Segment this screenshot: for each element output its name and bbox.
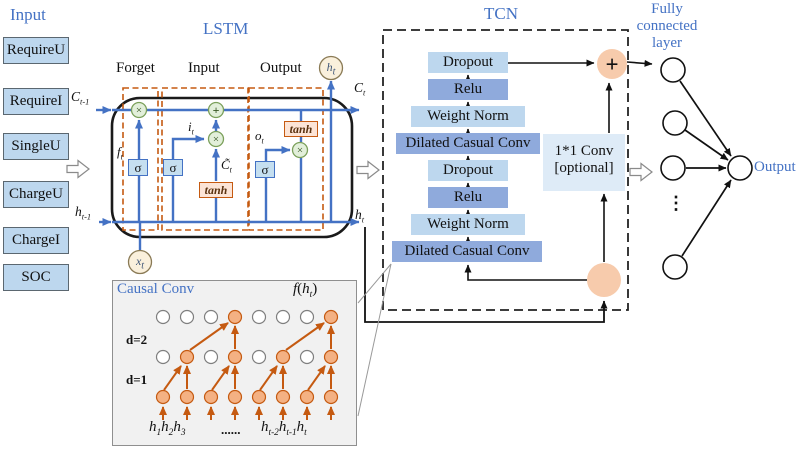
h-next-label: ht (355, 207, 365, 225)
fc-network (660, 57, 753, 280)
input-item-requirei: RequireI (3, 88, 69, 115)
fc-title: Fully connected layer (624, 1, 710, 52)
output-multiply-op: × (297, 145, 303, 157)
tcn-plus-op: + (605, 52, 618, 77)
forget-gate-label: Forget (116, 60, 155, 76)
causal-seq-right: ht-2ht-1ht (261, 419, 307, 438)
tcn-dilated-conv-1: Dilated Casual Conv (396, 133, 540, 154)
output-tanh-box: tanh (284, 121, 318, 137)
f-ht-label: f(ht) (293, 281, 318, 300)
causal-seq-dots: ...... (221, 422, 241, 437)
input-sigma-box: σ (163, 159, 183, 176)
lstm-title: LSTM (203, 19, 249, 38)
lstm-wire-arrows (96, 80, 360, 226)
o-gate-label: ot (255, 128, 264, 146)
input-panel-title: Input (10, 5, 46, 24)
causal-conv-title: Causal Conv (117, 281, 195, 297)
fc-title-line1: Fully (651, 1, 683, 17)
input-item-soc: SOC (3, 264, 69, 291)
h-cell-circle-label: ht (326, 60, 336, 78)
dilation-1-label: d=1 (126, 372, 148, 387)
tcn-dropout-2: Dropout (428, 160, 508, 181)
conv1x1-line1: 1*1 Conv (554, 143, 614, 159)
tcn-weight-norm-1: Weight Norm (411, 106, 525, 127)
dilation-2-label: d=2 (126, 332, 148, 347)
output-sigma-box: σ (255, 161, 275, 178)
input-gate-label: Input (188, 60, 220, 76)
fc-title-line2: connected (636, 18, 698, 34)
cell-add-op: + (213, 103, 220, 117)
forget-sigma-box: σ (128, 159, 148, 176)
x-input-circle-label: xt (135, 254, 145, 272)
c-next-label: Ct (354, 80, 366, 98)
fc-ellipsis: ⋮ (667, 193, 685, 213)
lstm-wires (112, 108, 352, 250)
forget-multiply-op: × (136, 105, 142, 117)
causal-seq-left: h1h2h3 (149, 419, 186, 438)
tcn-relu-1: Relu (428, 79, 508, 100)
input-multiply-op: × (213, 134, 219, 146)
output-label: Output (754, 159, 796, 175)
causal-network (155, 309, 339, 420)
c-prev-label: Ct-1 (71, 89, 90, 107)
tcn-weight-norm-2: Weight Norm (411, 214, 525, 235)
tcn-sum-circles: + (587, 49, 627, 297)
input-item-chargei: ChargeI (3, 227, 69, 254)
h-prev-label: ht-1 (75, 204, 92, 222)
tcn-title: TCN (484, 4, 518, 23)
i-gate-label: it (188, 119, 194, 137)
callout-lines (357, 263, 392, 417)
input-tanh-box: tanh (199, 182, 233, 198)
tcn-dropout-1: Dropout (428, 52, 508, 73)
output-gate-label: Output (260, 60, 302, 76)
tcn-dilated-conv-2: Dilated Casual Conv (392, 241, 542, 262)
residual-line (364, 227, 608, 323)
conv1x1-box: 1*1 Conv [optional] (543, 134, 625, 191)
f-gate-label: ft (117, 144, 123, 162)
input-item-requireu: RequireU (3, 37, 69, 64)
tcn-relu-2: Relu (428, 187, 508, 208)
input-item-chargeu: ChargeU (3, 181, 69, 208)
lstm-op-circles: × + × × (130, 101, 309, 159)
input-item-singleu: SingleU (3, 133, 69, 160)
flow-arrows (66, 159, 653, 182)
fc-title-line3: layer (652, 35, 682, 51)
tcn-frame (382, 29, 629, 311)
lstm-state-circles (127, 55, 344, 275)
c-tilde-label: C̃t (221, 157, 232, 175)
lstm-cell-outline (110, 96, 354, 239)
tcn-connectors (464, 59, 653, 281)
conv1x1-line2: [optional] (554, 160, 614, 176)
